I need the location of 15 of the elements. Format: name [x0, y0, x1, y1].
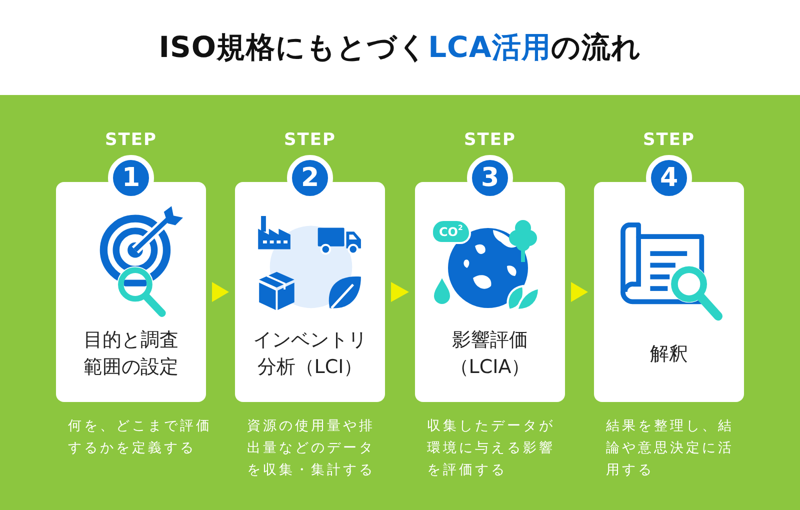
- step-description: 資源の使用量や排出量などのデータを収集・集計する: [247, 417, 376, 480]
- step-description: 結果を整理し、結論や意思決定に活用する: [606, 417, 735, 480]
- step-title: 解釈: [649, 342, 689, 366]
- step-label: STEP: [643, 130, 695, 150]
- step-description: 何を、どこまで評価するかを定義する: [68, 417, 213, 458]
- arrow-chevron: [571, 282, 588, 302]
- step-label: STEP: [105, 130, 157, 150]
- step-title: 目的と調査範囲の設定: [82, 328, 180, 380]
- arrow-chevron: [391, 282, 409, 302]
- step-title: インベントリ分析（LCI）: [252, 328, 368, 380]
- step-title: 影響評価（LCIA）: [448, 328, 532, 380]
- step-description: 収集したデータが環境に与える影響を評価する: [427, 417, 556, 480]
- step-label: STEP: [284, 130, 336, 150]
- arrow-chevron: [212, 282, 229, 302]
- step-label: STEP: [464, 130, 516, 150]
